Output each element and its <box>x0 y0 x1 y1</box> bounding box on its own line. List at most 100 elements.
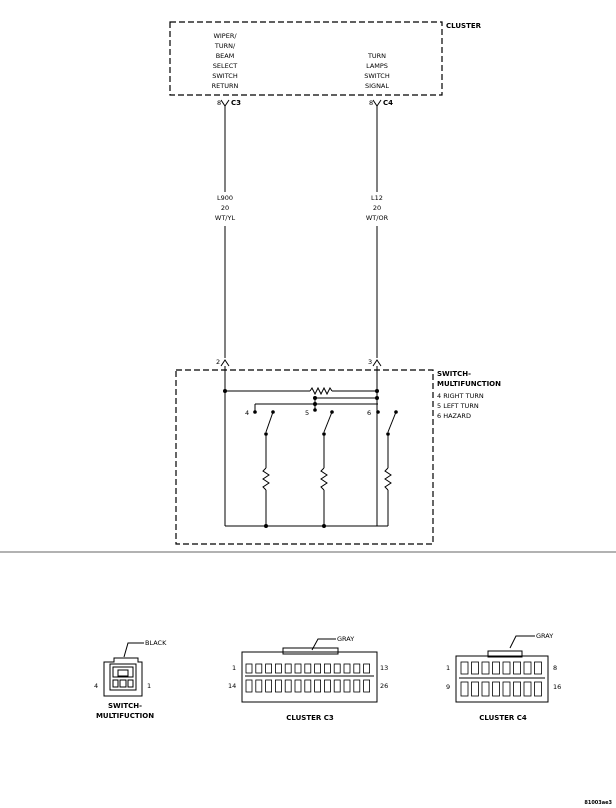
pin-cavity <box>353 679 361 693</box>
pin-cavity <box>523 661 532 675</box>
pin-cavity <box>323 679 331 693</box>
pin-cavity <box>245 679 253 693</box>
connector-color: GRAY <box>536 632 553 640</box>
pin-cavity <box>274 679 282 693</box>
cluster-title: CLUSTER <box>446 22 482 30</box>
connector-pin: 16 <box>553 683 561 691</box>
switch-position-6: 6 <box>367 409 398 527</box>
pin-cavity <box>363 679 371 693</box>
pin-chevron <box>220 99 230 107</box>
pin-cavity <box>333 663 341 674</box>
pin-cavity <box>513 661 521 675</box>
pin-cavity <box>314 679 322 693</box>
switch-position-5: 5 <box>305 408 334 528</box>
switch-title-2: MULTIFUNCTION <box>437 380 501 388</box>
pin-cavity <box>513 681 521 697</box>
connector-pin-cavities <box>460 661 542 697</box>
switch-legend-item: 5 LEFT TURN <box>437 402 479 410</box>
connector-color: GRAY <box>337 635 354 643</box>
pin-chevron <box>220 359 230 367</box>
pin-cavity <box>492 681 500 697</box>
connector-pin: 1 <box>147 682 151 690</box>
cluster-right-connector: C4 <box>383 99 393 107</box>
pin-cavity <box>255 663 263 674</box>
cluster-left-label-line: TURN/ <box>214 42 236 50</box>
switch-left-pin: 2 <box>216 358 220 366</box>
wire-gauge: 20 <box>373 204 381 212</box>
wire-circuit: L12 <box>371 194 383 202</box>
pin-cavity <box>502 681 511 697</box>
pin-cavity <box>274 663 282 674</box>
cluster-left-label: WIPER/ TURN/ BEAM SELECT SWITCH RETURN <box>212 32 239 90</box>
switch-title-1: SWITCH- <box>437 370 471 378</box>
pin-cavity <box>304 663 312 674</box>
pin-cavity <box>534 661 542 675</box>
switch-internal-circuit <box>223 366 379 527</box>
pin-cavity <box>363 663 371 674</box>
cluster-outline <box>169 21 443 96</box>
wire-color: WT/OR <box>366 214 389 222</box>
pin-cavity <box>471 681 479 697</box>
connector-pin-cavities <box>245 663 371 693</box>
switch-position-4: 4 <box>245 409 275 528</box>
pin-chevron <box>372 359 382 367</box>
cluster-left-connector: C3 <box>231 99 241 107</box>
cluster-right-label-line: TURN <box>367 52 386 60</box>
connector-pin: 1 <box>446 664 450 672</box>
cluster-right-label-line: LAMPS <box>366 62 388 70</box>
connector-color: BLACK <box>145 639 167 647</box>
resistor <box>262 467 270 491</box>
pin-cavity <box>255 679 263 693</box>
connector-cluster-c3: GRAY 1 13 14 26 CLUSTER C3 <box>228 635 388 722</box>
cluster-left-label-line: BEAM <box>216 52 235 60</box>
connector-name: CLUSTER C4 <box>479 714 527 722</box>
cluster-right-label-line: SWITCH <box>364 72 390 80</box>
switch-position-label: 5 <box>305 409 309 417</box>
connector-pin: 14 <box>228 682 236 690</box>
pin-cavity <box>481 681 490 697</box>
pin-cavity <box>323 663 331 674</box>
connector-pin: 1 <box>232 664 236 672</box>
pin-cavity <box>471 661 479 675</box>
connector-pin: 26 <box>380 682 388 690</box>
pin-cavity <box>294 663 302 674</box>
pin-cavity <box>481 661 490 675</box>
connector-switch-multifunction: BLACK 4 1 SWITCH- MULTIFUCTION <box>94 639 167 720</box>
connector-cluster-c4: GRAY 1 8 9 16 CLUSTER C4 <box>446 632 561 722</box>
switch-position-label: 4 <box>245 409 249 417</box>
pin-cavity <box>294 679 302 693</box>
connector-name: CLUSTER C3 <box>286 714 334 722</box>
resistor <box>320 467 328 491</box>
wire-color: WT/YL <box>215 214 236 222</box>
cluster-left-pin: 8 <box>217 99 221 107</box>
pin-cavity <box>523 681 532 697</box>
switch-right-pin: 3 <box>368 358 372 366</box>
connector-name: MULTIFUCTION <box>96 712 154 720</box>
figure-id: 81003ae3 <box>584 800 612 806</box>
wire-l900-label: L900 20 WT/YL <box>215 194 236 222</box>
pin-cavity <box>284 679 292 693</box>
cluster-left-label-line: WIPER/ <box>213 32 237 40</box>
cluster-left-label-line: RETURN <box>212 82 239 90</box>
connector-name: SWITCH- <box>108 702 142 710</box>
wire-gauge: 20 <box>221 204 229 212</box>
pin-chevron <box>372 99 382 107</box>
connector-pin: 9 <box>446 683 450 691</box>
pin-cavity <box>333 679 341 693</box>
pin-cavity <box>534 681 542 697</box>
pin-cavity <box>460 681 469 697</box>
resistor <box>384 467 392 491</box>
cluster-right-pin: 8 <box>369 99 373 107</box>
pin-cavity <box>304 679 312 693</box>
pin-cavity <box>343 679 351 693</box>
connector-pin: 8 <box>553 664 557 672</box>
cluster-right-label: TURN LAMPS SWITCH SIGNAL <box>364 52 390 90</box>
switch-legend-item: 6 HAZARD <box>437 412 471 420</box>
wire-circuit: L900 <box>217 194 233 202</box>
pin-cavity <box>492 661 500 675</box>
cluster-right-label-line: SIGNAL <box>365 82 389 90</box>
connector-pin: 4 <box>94 682 98 690</box>
cluster-left-label-line: SWITCH <box>212 72 238 80</box>
cluster-left-label-line: SELECT <box>213 62 237 70</box>
